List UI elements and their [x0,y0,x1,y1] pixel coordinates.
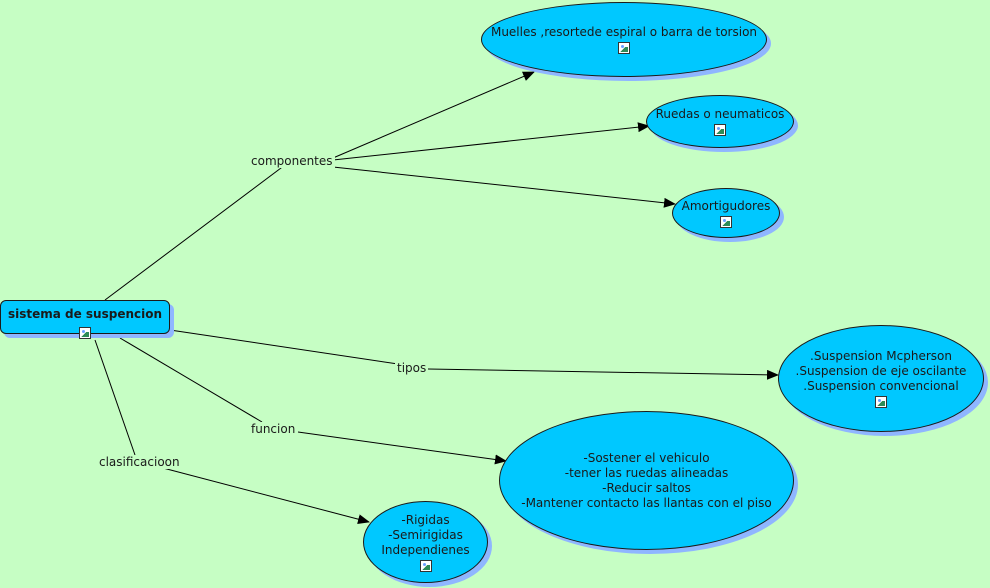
node-text: -Reducir saltos [602,480,691,495]
node-text: Muelles ,resortede espiral o barra de to… [490,25,758,39]
node-text: .Suspension convencional [803,379,959,393]
line-root-tipos [169,329,399,365]
node-text: -Sostener el vehiculo [583,450,710,465]
link-label-componentes[interactable]: componentes [249,154,335,168]
node-tipos[interactable]: .Suspension Mcpherson .Suspension de eje… [778,325,984,432]
line-root-clasificacion [94,339,136,456]
node-clasificacion[interactable]: -Rigidas -Semirigidas Independienes [363,501,488,583]
node-text: -Semirigidas [388,527,463,542]
node-text: .Suspension de eje oscilante [795,364,967,378]
node-funcion[interactable]: -Sostener el vehiculo -tener las ruedas … [499,411,794,550]
node-muelles[interactable]: Muelles ,resortede espiral o barra de to… [481,2,767,77]
line-tipos-node [427,368,779,380]
line-root-componentes [104,164,286,301]
root-node-label: sistema de suspencion [7,307,163,321]
image-placeholder-icon[interactable] [419,559,432,572]
node-text: Amortigudores [681,198,771,213]
root-node[interactable]: sistema de suspencion [0,300,170,339]
node-amortiguadores[interactable]: Amortigudores [672,188,780,238]
node-text: -tener las ruedas alineadas [564,465,729,480]
link-label-tipos[interactable]: tipos [395,361,429,375]
image-placeholder-icon[interactable] [875,396,887,408]
line-componentes-muelles [332,71,535,159]
node-text: Ruedas o neumaticos [655,107,785,121]
node-text: .Suspension Mcpherson [810,349,952,363]
line-componentes-amortiguadores [332,166,676,208]
node-ruedas[interactable]: Ruedas o neumaticos [646,95,794,148]
node-text: Independienes [381,542,470,557]
line-componentes-ruedas [332,122,650,161]
link-label-funcion[interactable]: funcion [249,422,298,436]
image-placeholder-icon[interactable] [714,124,726,136]
image-placeholder-icon[interactable] [720,215,732,228]
node-text: -Rigidas [401,512,450,527]
node-text: -Mantener contacto las llantas con el pi… [521,495,772,510]
image-placeholder-icon[interactable] [79,327,91,339]
line-root-funcion [119,337,263,423]
image-placeholder-icon[interactable] [618,42,630,54]
line-clasificacion-node [162,467,370,525]
line-funcion-node [297,431,507,465]
link-label-clasificacion[interactable]: clasificacioon [97,455,182,469]
